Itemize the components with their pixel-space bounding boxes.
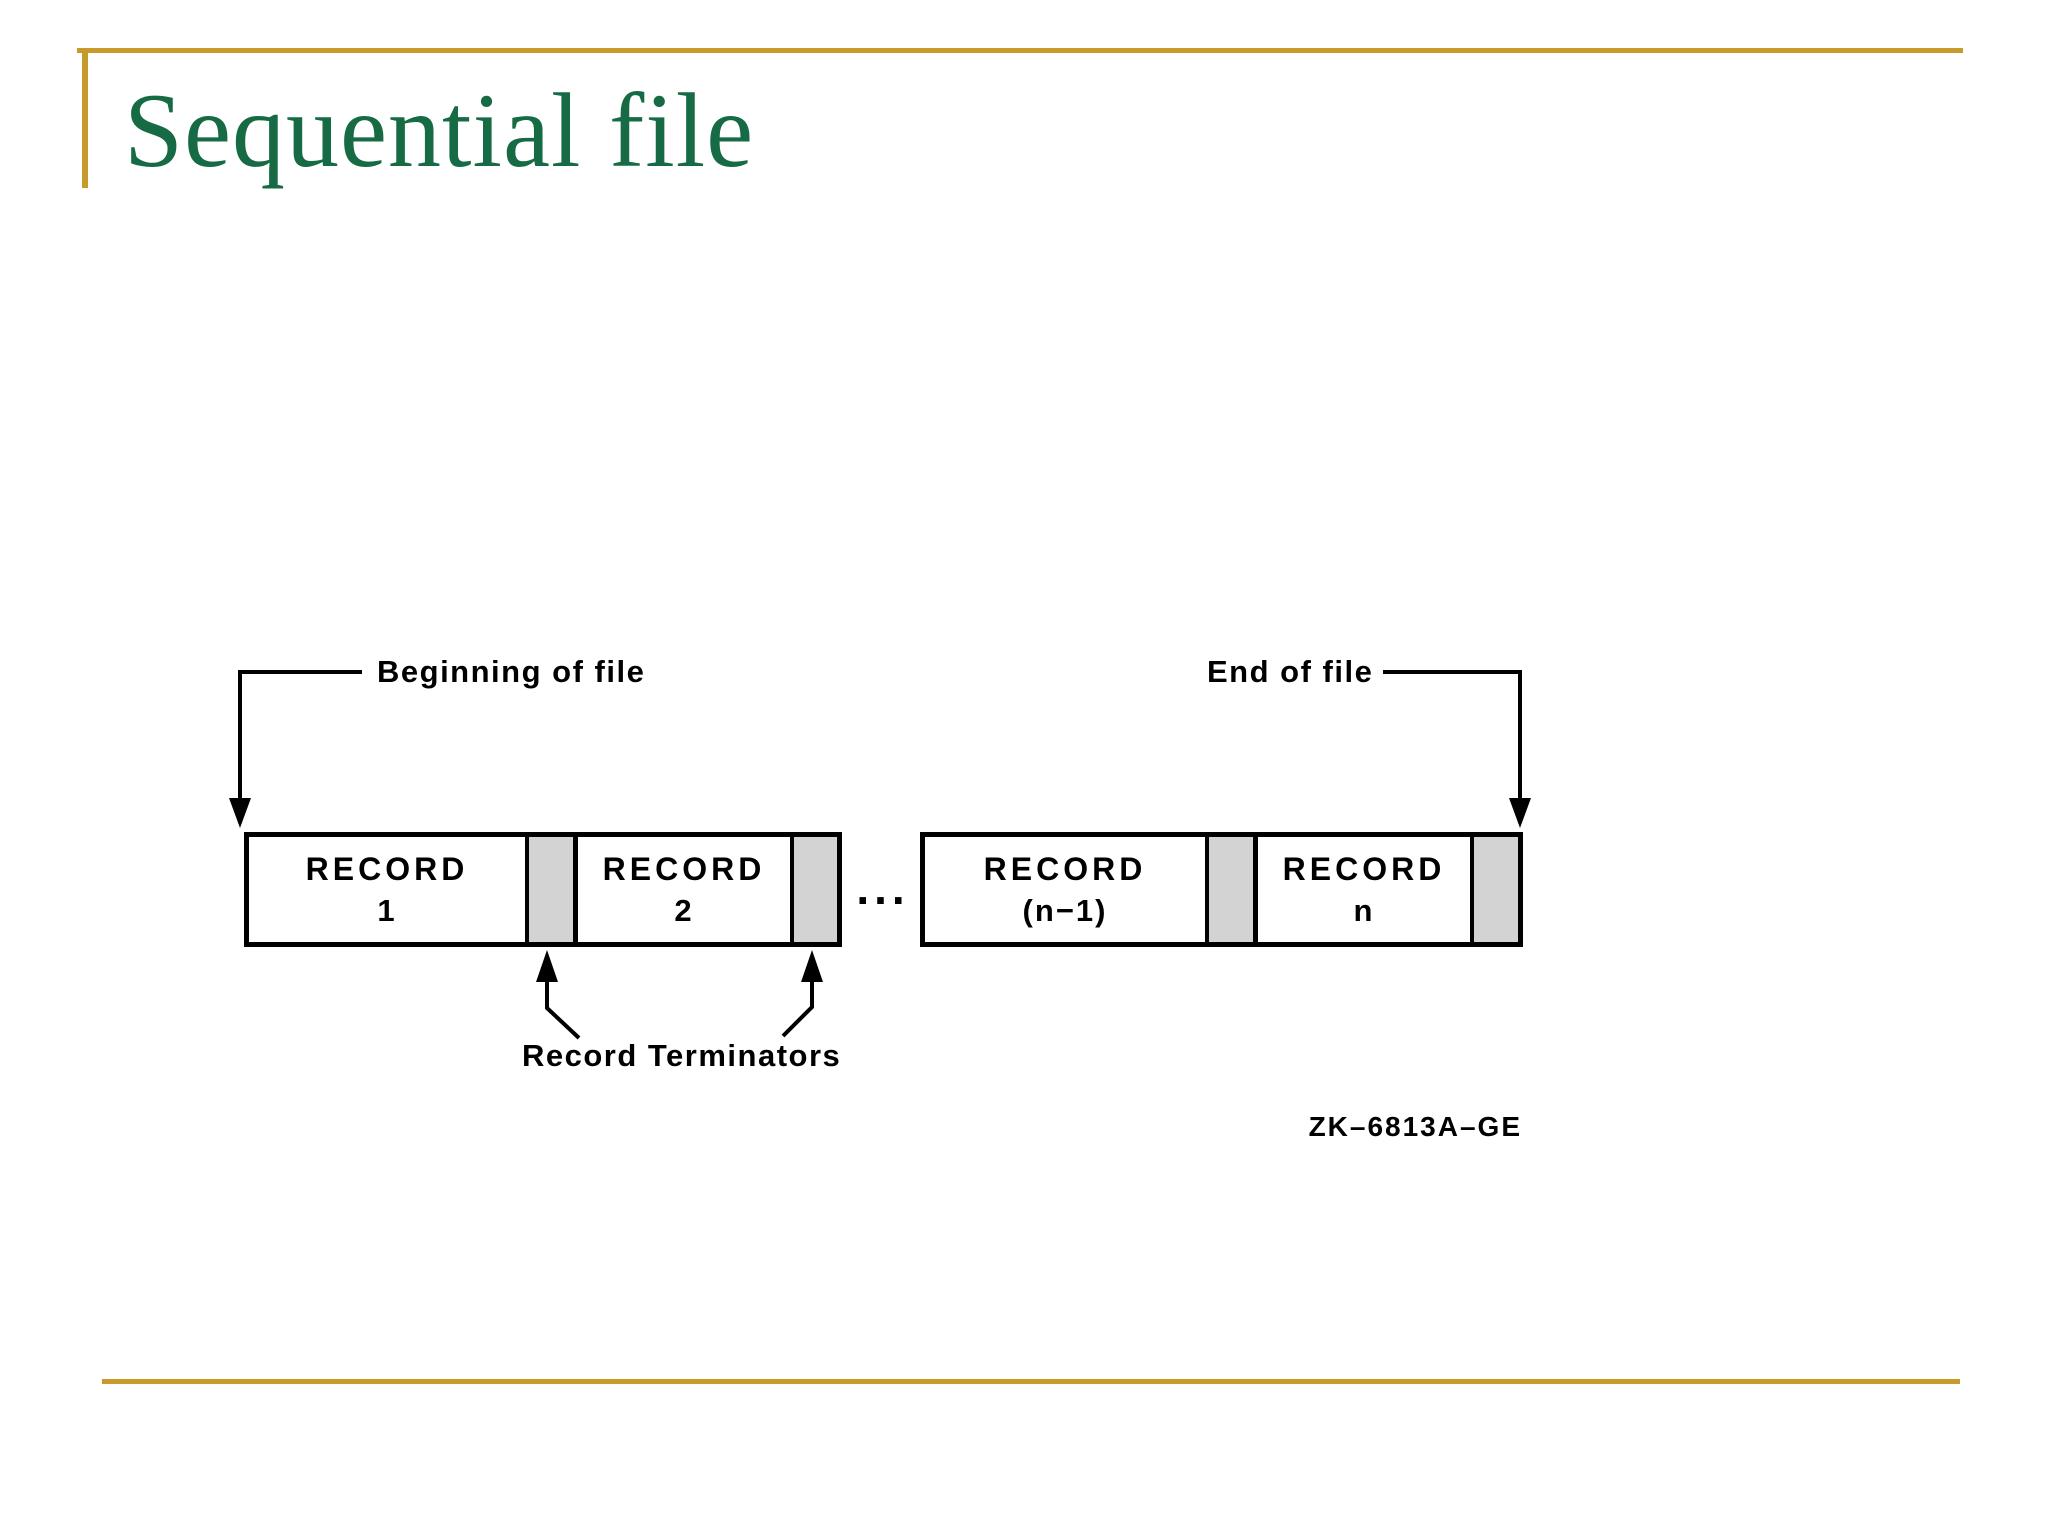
- record-1-cell: RECORD 1: [249, 837, 525, 942]
- record-terminator-left-arrow-up-icon: [536, 950, 581, 1040]
- slide-title: Sequential file: [124, 72, 755, 189]
- bottom-accent-rule: [102, 1379, 1960, 1384]
- end-of-file-label: End of file: [1207, 654, 1374, 689]
- record-terminator-cell-1: [525, 837, 578, 942]
- beginning-of-file-arrow-down-icon: [229, 670, 362, 828]
- end-of-file-arrow-down-icon: [1383, 670, 1531, 828]
- record-n-number: n: [1353, 893, 1375, 928]
- record-2-number: 2: [674, 893, 694, 928]
- record-terminator-cell-3: [1205, 837, 1258, 942]
- record-2-cell: RECORD 2: [578, 837, 790, 942]
- ellipsis: ...: [856, 862, 910, 914]
- record-terminators-label: Record Terminators: [522, 1038, 842, 1073]
- record-1-label: RECORD: [305, 851, 469, 887]
- record-terminator-cell-4: [1470, 837, 1518, 942]
- record-group-first: RECORD 1 RECORD 2: [244, 832, 842, 947]
- record-n-label: RECORD: [1282, 851, 1446, 887]
- beginning-of-file-label: Beginning of file: [377, 654, 646, 689]
- record-terminator-cell-2: [790, 837, 837, 942]
- top-accent-rule: [77, 48, 1963, 53]
- record-n-minus-1-cell: RECORD (n−1): [925, 837, 1205, 942]
- record-2-label: RECORD: [602, 851, 766, 887]
- record-n-cell: RECORD n: [1258, 837, 1470, 942]
- left-accent-bar: [82, 48, 88, 188]
- record-n-minus-1-label: RECORD: [983, 851, 1147, 887]
- record-1-number: 1: [377, 893, 397, 928]
- figure-caption: ZK–6813A–GE: [1308, 1111, 1522, 1142]
- record-group-last: RECORD (n−1) RECORD n: [920, 832, 1523, 947]
- record-n-minus-1-number: (n−1): [1022, 893, 1108, 928]
- record-terminator-right-arrow-up-icon: [781, 950, 823, 1038]
